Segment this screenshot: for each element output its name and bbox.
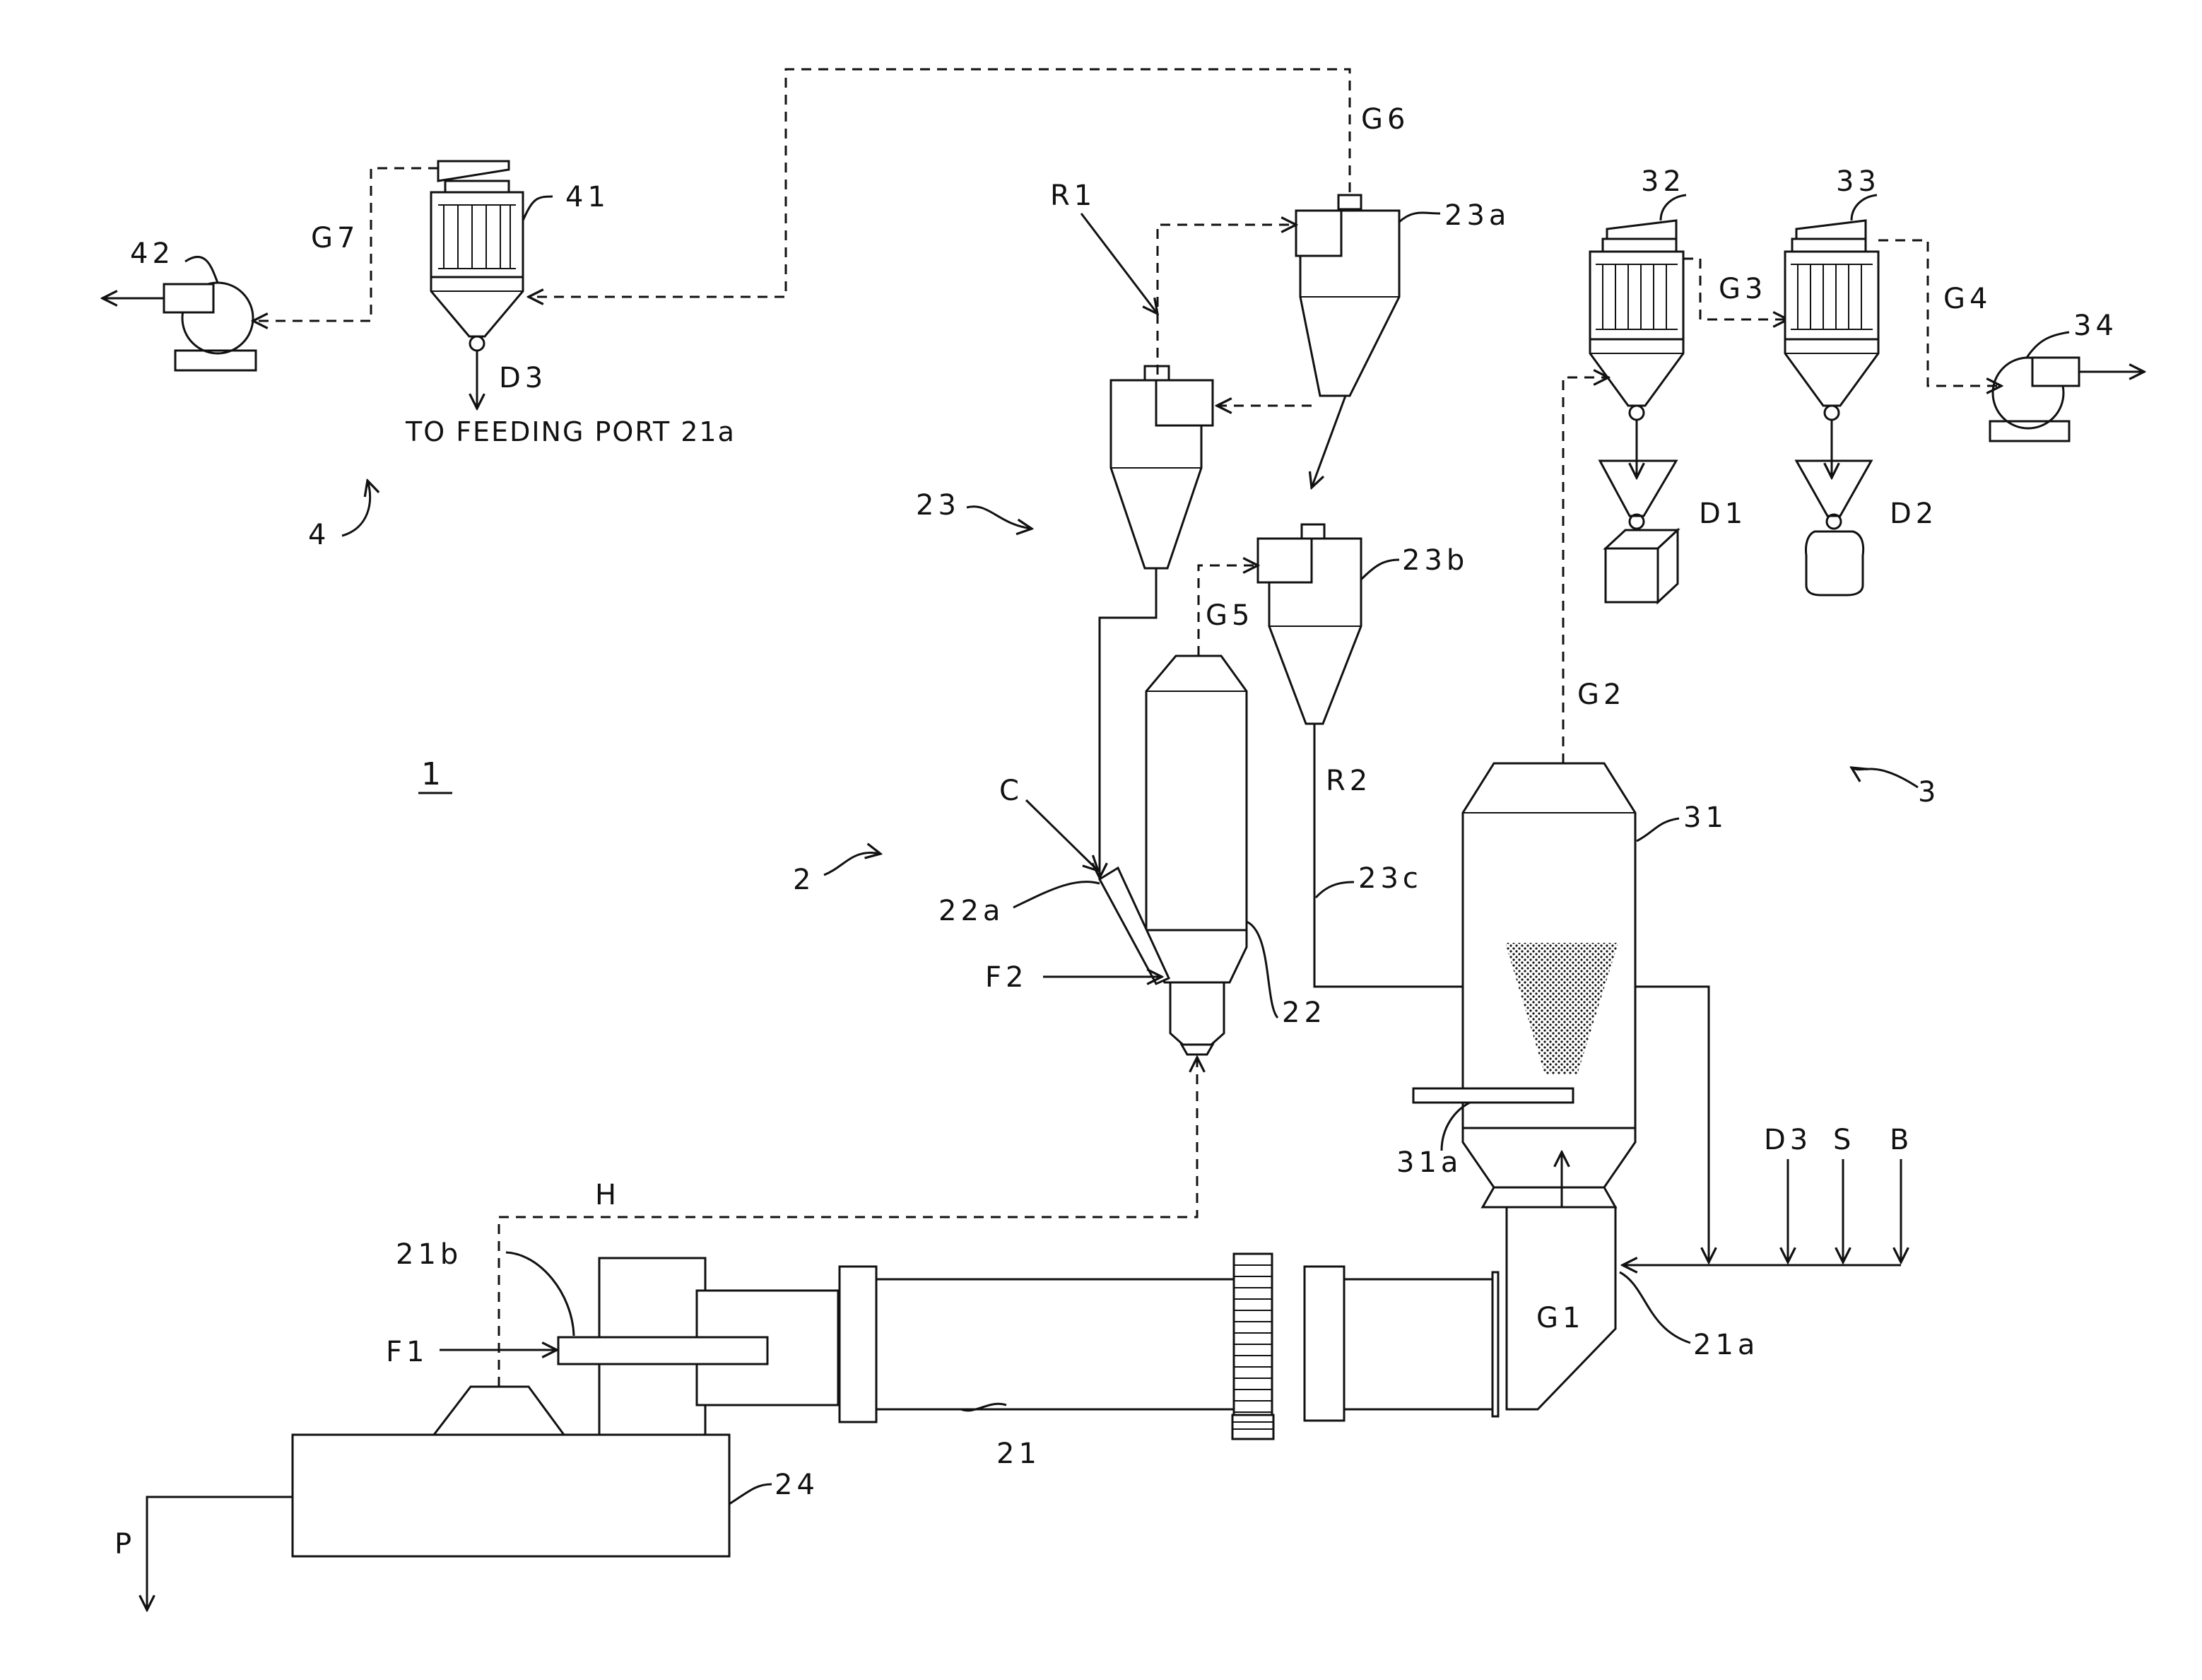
ref-arrow-23 — [967, 507, 1032, 529]
label-41: 41 — [565, 181, 610, 213]
leader-32 — [1661, 195, 1686, 221]
cyclone-icon — [1111, 366, 1213, 568]
label-31a: 31a — [1396, 1146, 1462, 1179]
calciner-22 — [1100, 656, 1247, 1055]
meal-line-23a-to-23b — [1312, 396, 1346, 488]
leader-21a — [1620, 1272, 1690, 1343]
ref-arrow-4 — [342, 481, 370, 536]
label-21b: 21b — [396, 1238, 462, 1271]
raw-meal-r1-arrow — [1081, 213, 1158, 314]
label-32: 32 — [1641, 165, 1685, 198]
line-31-to-feed — [1635, 987, 1709, 1262]
ref-arrow-2 — [824, 852, 881, 875]
label-s: S — [1833, 1124, 1855, 1156]
fan-icon — [164, 283, 256, 370]
label-23a: 23a — [1444, 199, 1510, 232]
leader-23c — [1316, 882, 1354, 898]
girth-gear — [1232, 1254, 1273, 1439]
cyclone-23-upper-left — [1111, 366, 1213, 568]
bag-filter-33 — [1785, 221, 1878, 420]
hopper-d1 — [1600, 461, 1678, 602]
leader-22a — [1013, 882, 1100, 907]
leader-22 — [1247, 922, 1278, 1018]
label-g5: G5 — [1206, 599, 1254, 632]
cyclone-icon — [1296, 195, 1399, 396]
cyclone-23b — [1258, 524, 1361, 724]
bag-filter-32 — [1590, 221, 1683, 420]
label-f1: F1 — [386, 1336, 428, 1368]
label-f2: F2 — [985, 961, 1028, 994]
label-3: 3 — [1918, 776, 1940, 809]
label-system-1: 1 — [421, 756, 441, 792]
leader-24 — [729, 1484, 772, 1504]
product-p-arrow — [147, 1497, 293, 1610]
leader-34 — [2027, 332, 2069, 358]
label-21: 21 — [996, 1438, 1041, 1470]
label-r1: R1 — [1050, 180, 1096, 212]
label-42: 42 — [130, 237, 175, 270]
label-23c: 23c — [1358, 862, 1423, 895]
leader-42 — [185, 257, 218, 283]
label-d3-top: D3 — [499, 362, 547, 394]
leader-33 — [1851, 195, 1877, 221]
bag-filter-icon — [431, 161, 523, 351]
leader-21b — [506, 1252, 574, 1336]
label-g6: G6 — [1361, 103, 1409, 136]
label-h: H — [595, 1179, 620, 1211]
bag-filter-41 — [431, 161, 523, 351]
label-g1: G1 — [1536, 1302, 1584, 1334]
fan-34 — [1990, 358, 2079, 441]
label-d3-bottom: D3 — [1764, 1124, 1812, 1156]
label-b: B — [1890, 1124, 1913, 1156]
fan-42 — [164, 283, 256, 370]
leader-31 — [1637, 818, 1679, 841]
cooler-31 — [1413, 763, 1635, 1207]
label-p: P — [114, 1528, 136, 1561]
label-c: C — [999, 775, 1023, 807]
label-r2: R2 — [1326, 765, 1372, 797]
label-31: 31 — [1683, 801, 1728, 834]
rotary-kiln-21 — [558, 1207, 1615, 1439]
label-d1: D1 — [1699, 498, 1747, 530]
label-22a: 22a — [938, 895, 1004, 927]
leader-41 — [523, 196, 553, 221]
gas-line-g6 — [529, 69, 1350, 297]
bag-filter-icon — [1785, 221, 1878, 420]
label-2: 2 — [793, 864, 815, 896]
c-feed-arrow — [1026, 800, 1098, 871]
label-d2: D2 — [1890, 498, 1938, 530]
label-23: 23 — [916, 489, 960, 522]
label-g3: G3 — [1719, 273, 1767, 305]
label-23b: 23b — [1402, 544, 1468, 577]
hopper-d2 — [1796, 461, 1871, 595]
leader-23b — [1361, 560, 1399, 580]
bag-filter-icon — [1590, 221, 1683, 420]
label-g2: G2 — [1577, 679, 1625, 711]
ref-arrow-3 — [1851, 768, 1918, 787]
gas-line-to-23a — [1158, 225, 1296, 375]
cyclone-23a — [1296, 195, 1399, 396]
label-34: 34 — [2073, 310, 2118, 342]
label-to-feeding-port: TO FEEDING PORT 21a — [405, 416, 736, 447]
cyclone-icon — [1258, 524, 1361, 724]
label-22: 22 — [1282, 997, 1326, 1029]
label-33: 33 — [1836, 165, 1880, 198]
label-g4: G4 — [1943, 283, 1991, 315]
leader-23a — [1399, 213, 1440, 222]
fan-icon — [1990, 358, 2079, 441]
label-24: 24 — [775, 1469, 819, 1501]
label-4: 4 — [308, 519, 330, 551]
label-g7: G7 — [311, 222, 359, 254]
label-21a: 21a — [1693, 1329, 1759, 1361]
